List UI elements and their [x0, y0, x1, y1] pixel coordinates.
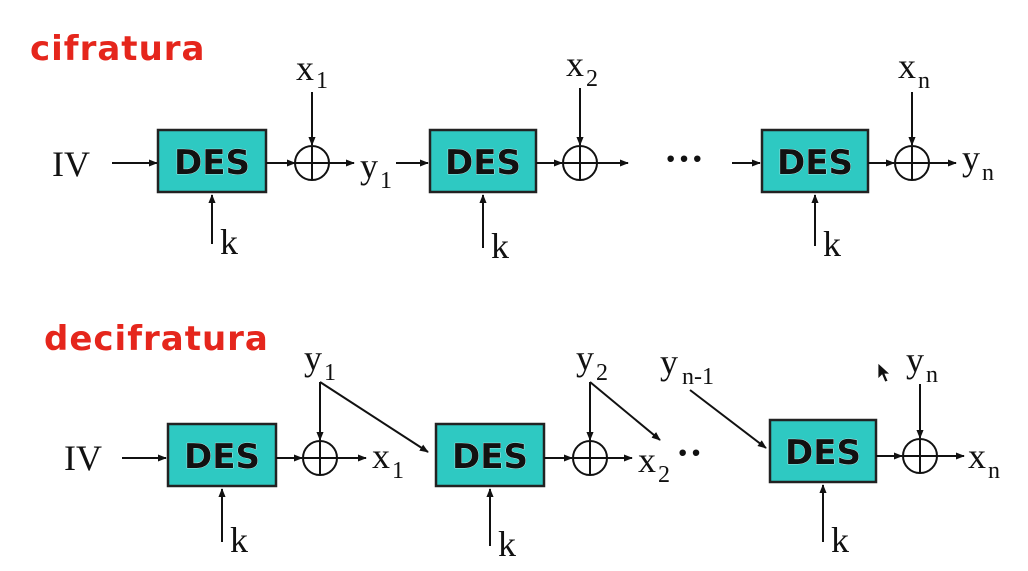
enc-yn-sub: n: [982, 160, 994, 186]
enc-yn-label: y: [962, 138, 980, 178]
enc-xor-n: [894, 145, 930, 181]
enc-x1-sub: 1: [316, 68, 328, 94]
dec-xor-2: [572, 440, 608, 476]
dec-iv-label: IV: [64, 438, 102, 478]
dec-des-box-1: [166, 422, 278, 488]
decryption-title: decifratura: [44, 319, 269, 359]
decryption-section: decifratura IV DES k y 1 x 1 DES k: [44, 319, 1000, 564]
dec-y1-label: y: [304, 338, 322, 378]
enc-des-label-n: DES: [777, 143, 853, 183]
dec-des-box-2: [434, 422, 546, 488]
dec-xor-1: [302, 440, 338, 476]
dec-y1-chain-arrow: [319, 381, 429, 453]
enc-xn-label: x: [898, 46, 916, 86]
dec-y2-chain-arrow: [589, 381, 661, 441]
dec-yn-sub: n: [926, 362, 938, 388]
dec-y1-sub: 1: [324, 360, 336, 386]
dec-x1-sub: 1: [392, 458, 404, 484]
dec-des-label-1: DES: [184, 437, 260, 477]
enc-x1-label: x: [296, 48, 314, 88]
enc-xn-sub: n: [918, 68, 930, 94]
dec-x2-sub: 2: [658, 462, 670, 488]
mouse-cursor-icon: [877, 362, 892, 383]
dec-yn1-label: y: [660, 342, 678, 382]
dec-y2-sub: 2: [596, 360, 608, 386]
dec-key-label-1: k: [230, 520, 248, 560]
enc-des-label-1: DES: [174, 143, 250, 183]
dec-key-label-n: k: [831, 520, 849, 560]
dec-xn-label: x: [968, 436, 986, 476]
dec-des-box-n: [768, 418, 878, 484]
enc-xor-1: [294, 145, 330, 181]
dec-ellipsis: ··: [676, 430, 703, 475]
dec-yn1-chain-arrow: [689, 389, 767, 449]
enc-xor-2: [562, 145, 598, 181]
enc-y1-sub: 1: [380, 168, 392, 194]
enc-des-box-2: [428, 128, 538, 194]
dec-key-label-2: k: [498, 524, 516, 564]
enc-x2-sub: 2: [586, 66, 598, 92]
encryption-section: cifratura IV DES k x 1 y 1 DES k: [30, 29, 994, 266]
dec-y2-label: y: [576, 338, 594, 378]
enc-y1-label: y: [360, 146, 378, 186]
enc-x2-label: x: [566, 44, 584, 84]
enc-des-box-n: [760, 128, 870, 194]
enc-des-box-1: [156, 128, 268, 194]
dec-xor-n: [902, 438, 938, 474]
dec-x1-label: x: [372, 436, 390, 476]
dec-des-label-n: DES: [785, 433, 861, 473]
dec-x2-label: x: [638, 440, 656, 480]
enc-iv-label: IV: [52, 144, 90, 184]
enc-des-label-2: DES: [445, 143, 521, 183]
dec-des-label-2: DES: [452, 437, 528, 477]
dec-yn1-sub: n-1: [682, 364, 714, 390]
enc-key-label-1: k: [220, 222, 238, 262]
encryption-title: cifratura: [30, 29, 205, 69]
dec-yn-label: y: [906, 340, 924, 380]
enc-key-label-n: k: [823, 224, 841, 264]
enc-key-label-2: k: [491, 226, 509, 266]
enc-ellipsis: ···: [664, 136, 704, 181]
dec-xn-sub: n: [988, 458, 1000, 484]
